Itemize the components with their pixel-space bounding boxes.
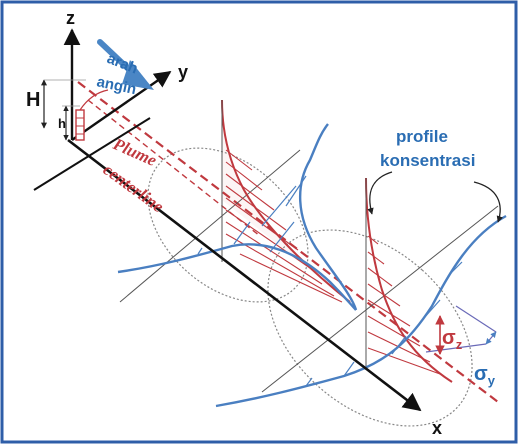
horizontal-profile-near — [117, 123, 358, 311]
y-axis-label: y — [178, 62, 188, 82]
x-axis-line — [67, 138, 422, 412]
sigma-z-label: σz — [442, 327, 463, 352]
profile-label-line2: konsentrasi — [380, 151, 475, 170]
horizontal-profile-far — [215, 214, 507, 408]
profile-pointer-horizontal — [473, 181, 503, 223]
vertical-profile-far — [365, 177, 453, 383]
y-axis-line — [71, 71, 172, 141]
plume-centerline-line — [77, 81, 499, 403]
section-line-near — [119, 149, 301, 303]
x-axis-label: x — [432, 418, 442, 438]
profile-label-line1: profile — [396, 127, 448, 146]
stack-icon — [75, 89, 109, 141]
stack-height-label: h — [58, 116, 66, 131]
dispersion-ellipse-far — [267, 229, 473, 427]
profile-pointer-vertical — [367, 171, 393, 215]
wind-direction-arrow — [97, 39, 154, 90]
z-axis-label: z — [66, 8, 75, 28]
vertical-profile-near — [221, 99, 351, 303]
ground-axis-line — [33, 117, 151, 191]
sigma-y-label: σy — [474, 363, 496, 388]
section-line-far — [261, 205, 499, 393]
effective-height-label: H — [26, 89, 40, 111]
